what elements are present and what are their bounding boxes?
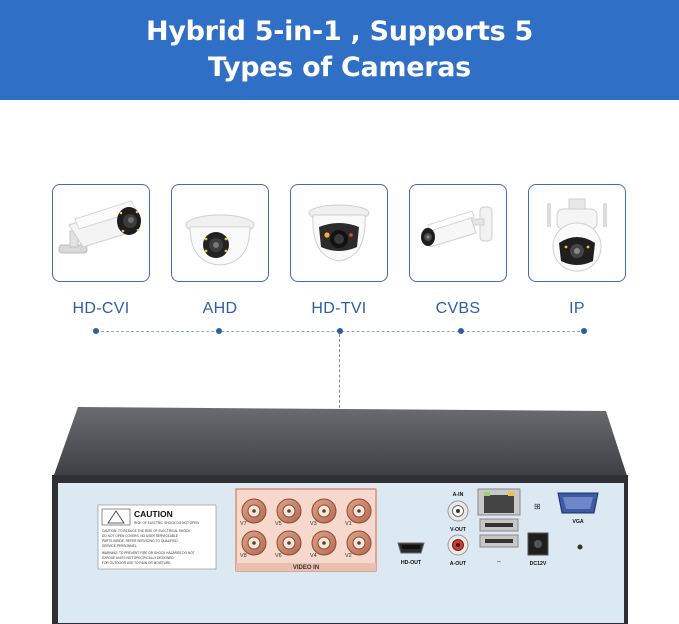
bnc-connector-v5: V5	[275, 498, 302, 527]
caution-line-1: CAUTION: TO REDUCE THE RISK OF ELECTRICA…	[102, 529, 191, 533]
hd-out-label: HD-OUT	[401, 560, 422, 566]
camera-card-hd-cvi	[52, 184, 150, 282]
video-in-panel: VIDEO IN V7 V5 V3 V1 V8 V6 V4 V2	[235, 488, 377, 572]
warning-triangle-icon	[107, 510, 125, 524]
vga-port: ⊞ VGA	[534, 492, 599, 525]
camera-label-cvbs: CVBS	[435, 300, 481, 317]
usb-icon: ⇔	[496, 559, 502, 565]
connector-dot-hd-cvi	[93, 328, 99, 334]
a-in-label: A-IN	[453, 492, 464, 498]
channel-label-v4: V4	[310, 553, 317, 559]
bullet-camera-icon	[58, 200, 141, 254]
ground-screw	[577, 544, 583, 550]
wall-bullet-camera-icon	[421, 206, 493, 248]
bnc-connector-v8: V8	[240, 530, 267, 559]
warning-line-1: WARNING: TO PREVENT FIRE OR SHOCK HAZARD…	[102, 551, 195, 555]
banner-title-line-1: Hybrid 5-in-1 , Supports 5	[146, 16, 533, 47]
connector-dot-ip	[581, 328, 587, 334]
channel-label-v6: V6	[275, 553, 282, 559]
camera-label-ahd: AHD	[202, 300, 238, 317]
camera-card-cvbs	[409, 184, 507, 282]
bnc-connector-v7: V7	[240, 498, 267, 527]
v-out-port: V-OUT	[447, 500, 469, 533]
ptz-camera-icon	[547, 198, 607, 272]
connector-dot-hd-tvi	[337, 328, 343, 334]
bnc-connector-v2: V2	[345, 530, 372, 559]
video-in-label: VIDEO IN	[293, 565, 319, 571]
caution-line-2: DO NOT OPEN COVERS. NO USER SERVICEABLE	[102, 534, 178, 538]
warning-line-2: EXPOSE UNITS NOT SPECIFICALLY DESIGNED	[102, 556, 174, 560]
bnc-connector-v4: V4	[310, 530, 337, 559]
bnc-connector-v6: V6	[275, 530, 302, 559]
bnc-connector-v1: V1	[345, 498, 372, 527]
camera-card-ahd	[171, 184, 269, 282]
warning-line-3: FOR OUTDOOR USE TO RAIN OR MOISTURE.	[102, 561, 171, 565]
v-out-label: V-OUT	[450, 527, 467, 533]
channel-label-v1: V1	[345, 521, 352, 527]
audio-in-port: A-IN	[453, 492, 464, 498]
dvr-top-cover	[54, 407, 628, 479]
usb-ports: ⇔	[479, 518, 519, 565]
caution-small: RISK OF ELECTRIC SHOCK DO NOT OPEN	[134, 521, 199, 525]
caution-label: CAUTION RISK OF ELECTRIC SHOCK DO NOT OP…	[97, 504, 217, 570]
hdmi-port: HD-OUT	[397, 542, 425, 566]
caution-line-4: SERVICE PERSONNEL.	[102, 544, 137, 548]
header-banner: Hybrid 5-in-1 , Supports 5 Types of Came…	[0, 0, 679, 100]
channel-label-v7: V7	[240, 521, 247, 527]
caution-line-3: PARTS INSIDE. REFER SERVICING TO QUALIFI…	[102, 539, 178, 543]
audio-out-port: A-OUT	[447, 534, 469, 567]
bnc-connector-v3: V3	[310, 498, 337, 527]
camera-label-hd-cvi: HD-CVI	[72, 300, 130, 317]
channel-label-v2: V2	[345, 553, 352, 559]
vga-label: VGA	[572, 519, 583, 525]
channel-label-v3: V3	[310, 521, 317, 527]
dvr-recorder: CAUTION RISK OF ELECTRIC SHOCK DO NOT OP…	[52, 407, 628, 624]
connector-dot-ahd	[216, 328, 222, 334]
camera-card-ip	[528, 184, 626, 282]
camera-card-hd-tvi	[290, 184, 388, 282]
a-out-label: A-OUT	[450, 561, 467, 567]
camera-label-hd-tvi: HD-TVI	[311, 300, 367, 317]
dc12v-label: DC12V	[530, 561, 547, 567]
dc-power-port: DC12V	[527, 532, 549, 567]
network-icon: ⊞	[534, 502, 541, 511]
banner-title-line-2: Types of Cameras	[208, 52, 471, 83]
lan-port	[477, 488, 521, 516]
channel-label-v5: V5	[275, 521, 282, 527]
caution-title: CAUTION	[134, 509, 173, 519]
connector-dot-cvbs	[458, 328, 464, 334]
dome-camera-icon	[185, 214, 255, 266]
camera-label-ip: IP	[569, 300, 585, 317]
channel-label-v8: V8	[240, 553, 247, 559]
turret-camera-icon	[308, 204, 370, 262]
